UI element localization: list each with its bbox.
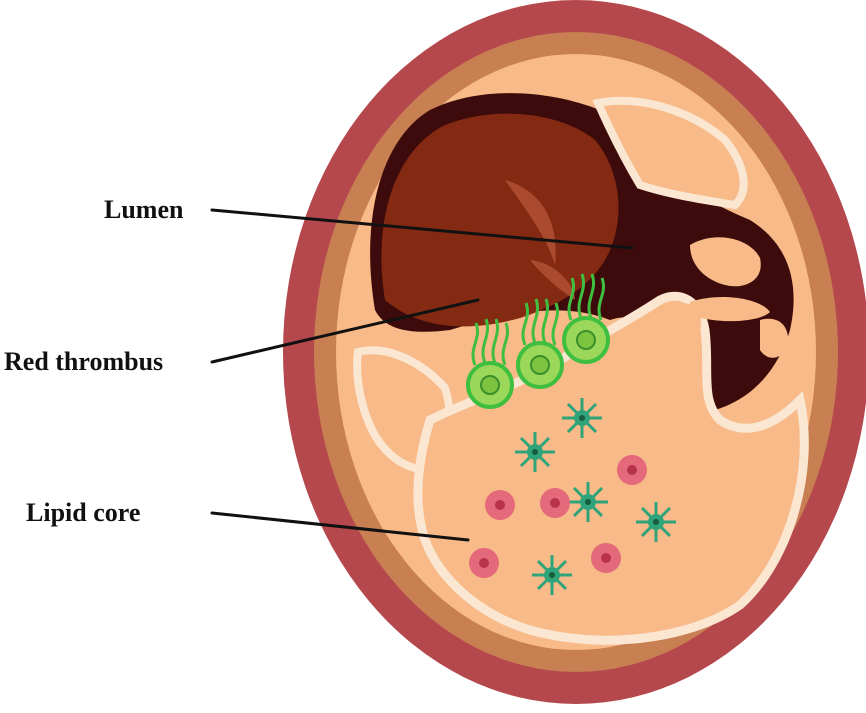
foam-cell-icon — [540, 488, 570, 518]
macrophage-star-icon — [568, 482, 608, 522]
foam-cell-icon — [617, 455, 647, 485]
macrophage-star-icon — [562, 398, 602, 438]
lumen-label: Lumen — [104, 195, 184, 224]
macrophage-star-icon — [515, 432, 555, 472]
foam-cell-icon — [469, 548, 499, 578]
lipid-core-label: Lipid core — [26, 498, 140, 527]
foam-cell-icon — [485, 490, 515, 520]
red-thrombus-label: Red thrombus — [4, 347, 163, 376]
macrophage-star-icon — [636, 502, 676, 542]
macrophage-star-icon — [532, 555, 572, 595]
foam-cell-icon — [591, 543, 621, 573]
